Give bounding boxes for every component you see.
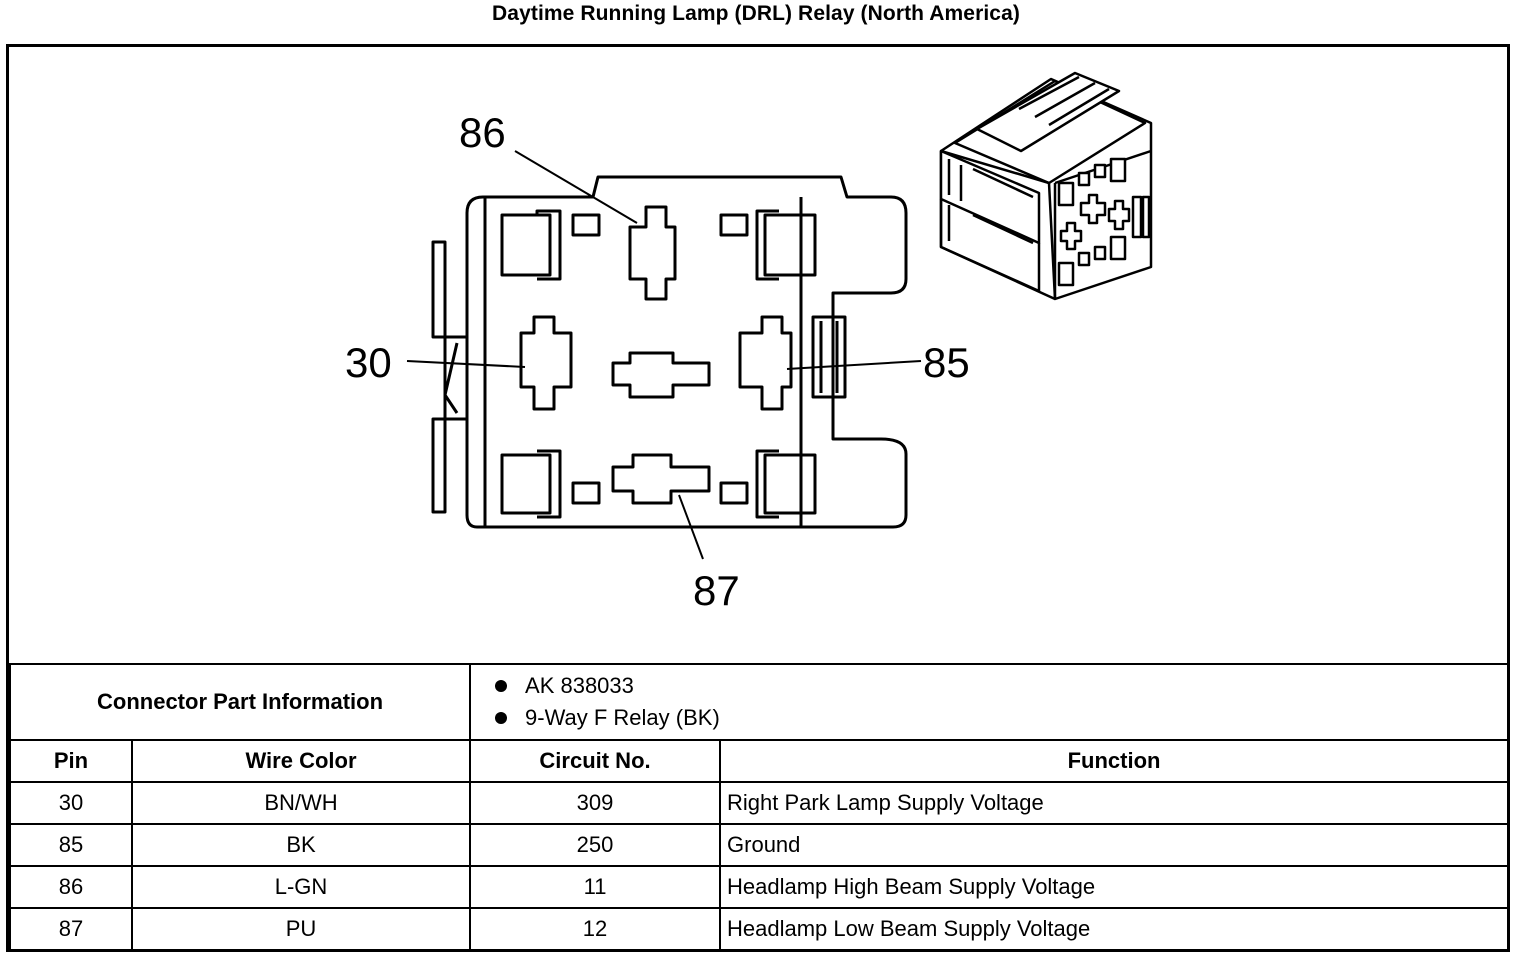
diagram-frame: 86 30 85 87 [6,44,1510,952]
table-row: 87 PU 12 Headlamp Low Beam Supply Voltag… [9,907,1510,951]
cell-circuit-no: 250 [469,823,722,867]
cell-function: Headlamp Low Beam Supply Voltage [719,907,1510,951]
small-cavity-3 [571,481,601,505]
table-row: 30 BN/WH 309 Right Park Lamp Supply Volt… [9,781,1510,825]
connector-3d-view [939,71,1153,301]
connector-description: 9-Way F Relay (BK) [491,702,1501,734]
cell-pin: 86 [9,865,133,909]
table-row: 86 L-GN 11 Headlamp High Beam Supply Vol… [9,865,1510,909]
header-pin: Pin [9,739,133,783]
connector-info-table: Connector Part Information AK 838033 9-W… [8,663,1510,951]
connector-part-number: AK 838033 [491,670,1501,702]
cell-pin: 87 [9,907,133,951]
left-latch-lower [431,417,467,514]
relay-connector-diagram: 86 30 85 87 [9,47,1507,663]
connector-housing-outline [465,175,908,529]
table-row: 85 BK 250 Ground [9,823,1510,867]
terminal-center [611,351,711,399]
terminal-30 [519,315,573,411]
terminal-86 [628,205,677,301]
cell-wire-color: BK [130,823,472,867]
small-cavity-1 [571,213,601,237]
cell-pin: 85 [9,823,133,867]
left-latch-wedge [443,337,459,419]
leader-30 [406,360,526,368]
cell-pin: 30 [9,781,133,825]
connector-face-view: 86 30 85 87 [345,71,1153,614]
page-title: Daytime Running Lamp (DRL) Relay (North … [492,2,1020,25]
header-wire-color: Wire Color [130,739,472,783]
cell-wire-color: PU [130,907,472,951]
cell-function: Headlamp High Beam Supply Voltage [719,865,1510,909]
pin-label-86: 86 [459,109,506,156]
small-cavity-4 [719,481,749,505]
leader-87 [678,494,704,560]
cell-wire-color: BN/WH [130,781,472,825]
leader-86 [514,150,638,224]
header-circuit-no: Circuit No. [469,739,722,783]
cell-circuit-no: 309 [469,781,722,825]
cavity-top-left [500,209,562,281]
leader-85 [786,360,922,370]
right-latch [811,315,847,399]
cell-function: Right Park Lamp Supply Voltage [719,781,1510,825]
cell-wire-color: L-GN [130,865,472,909]
cell-circuit-no: 11 [469,865,722,909]
pin-label-30: 30 [345,339,392,386]
cavity-bottom-left [500,449,562,519]
terminal-85 [738,315,793,411]
pin-label-85: 85 [923,339,970,386]
connector-part-info-label: Connector Part Information [8,663,472,741]
connector-inner-wall [483,197,803,527]
small-cavity-2 [719,213,749,237]
table-header-row: Pin Wire Color Circuit No. Function [9,739,1510,783]
connector-part-info-list: AK 838033 9-Way F Relay (BK) [469,663,1510,741]
cell-function: Ground [719,823,1510,867]
left-latch-upper [431,240,467,339]
pin-label-87: 87 [693,567,740,614]
terminal-87 [611,453,711,505]
header-function: Function [719,739,1510,783]
cavity-bottom-right [755,449,817,519]
cell-circuit-no: 12 [469,907,722,951]
cavity-top-right [755,209,817,281]
